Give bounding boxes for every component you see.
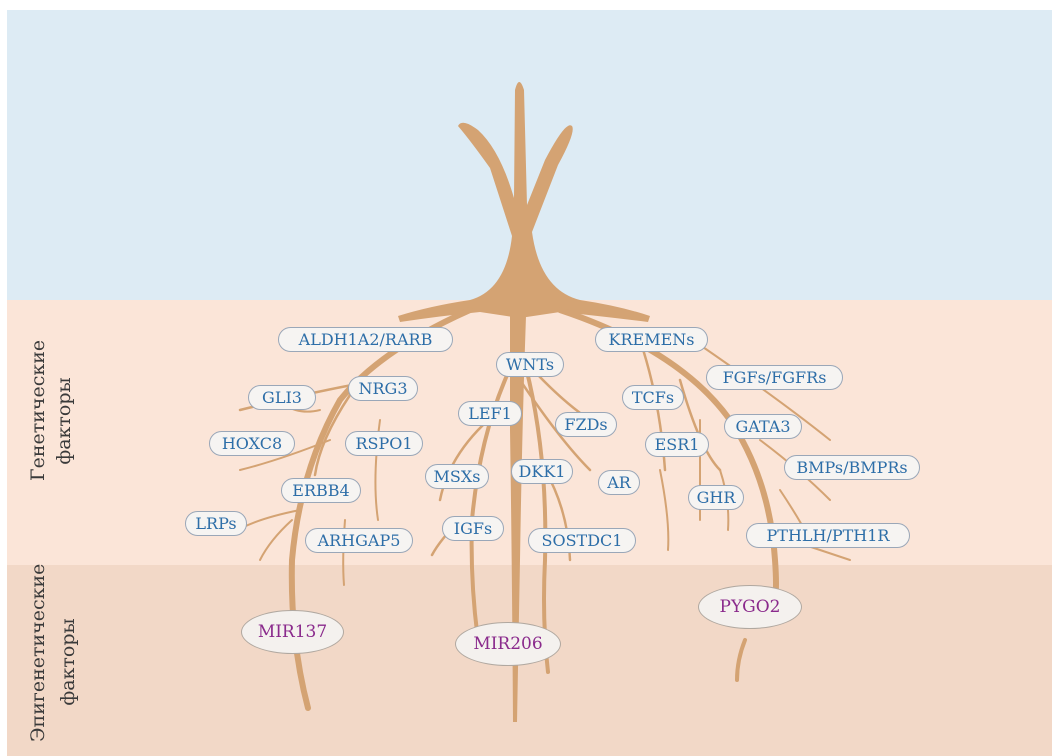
- gene-igfs: IGFs: [442, 516, 504, 541]
- trunk-shape: [398, 82, 650, 322]
- root-right-lower: [737, 640, 745, 680]
- gene-gata3: GATA3: [724, 414, 802, 439]
- gene-fzds: FZDs: [555, 412, 617, 437]
- gene-bmps-bmprs: BMPs/BMPRs: [784, 455, 920, 480]
- gene-lef1: LEF1: [458, 401, 522, 426]
- gene-gli3: GLI3: [248, 385, 316, 410]
- epigenetic-mir206: MIR206: [455, 622, 561, 666]
- gene-esr1: ESR1: [645, 432, 709, 457]
- gene-dkk1: DKK1: [511, 459, 573, 484]
- gene-ghr: GHR: [688, 485, 744, 510]
- gene-wnts: WNTs: [496, 352, 564, 377]
- gene-msxs: MSXs: [425, 464, 489, 489]
- genetic-factors-label-line1: Генетические: [26, 361, 50, 481]
- gene-sostdc1: SOSTDC1: [528, 528, 636, 553]
- genetic-factors-label-line2: факторы: [52, 361, 76, 481]
- gene-erbb4: ERBB4: [281, 478, 361, 503]
- root-right-i: [660, 470, 668, 550]
- gene-fgfs-fgfrs: FGFs/FGFRs: [706, 365, 843, 390]
- gene-hoxc8: HOXC8: [209, 431, 295, 456]
- gene-kremens: KREMENs: [595, 327, 708, 352]
- gene-lrps: LRPs: [185, 511, 247, 536]
- gene-ar: AR: [598, 470, 640, 495]
- epigenetic-mir137: MIR137: [241, 610, 344, 654]
- gene-nrg3: NRG3: [348, 376, 418, 401]
- epigenetic-factors-label-line1: Эпигенетические: [26, 582, 50, 742]
- root-right-main: [560, 310, 776, 612]
- epigenetic-pygo2: PYGO2: [698, 585, 802, 629]
- gene-rspo1: RSPO1: [345, 431, 423, 456]
- gene-arhgap5: ARHGAP5: [305, 528, 413, 553]
- epigenetic-factors-label-line2: факторы: [56, 582, 80, 742]
- gene-aldh1a2-rarb: ALDH1A2/RARB: [278, 327, 453, 352]
- root-left-e: [260, 520, 292, 560]
- gene-tcfs: TCFs: [622, 385, 684, 410]
- gene-pthlh-pth1r: PTHLH/PTH1R: [746, 523, 910, 548]
